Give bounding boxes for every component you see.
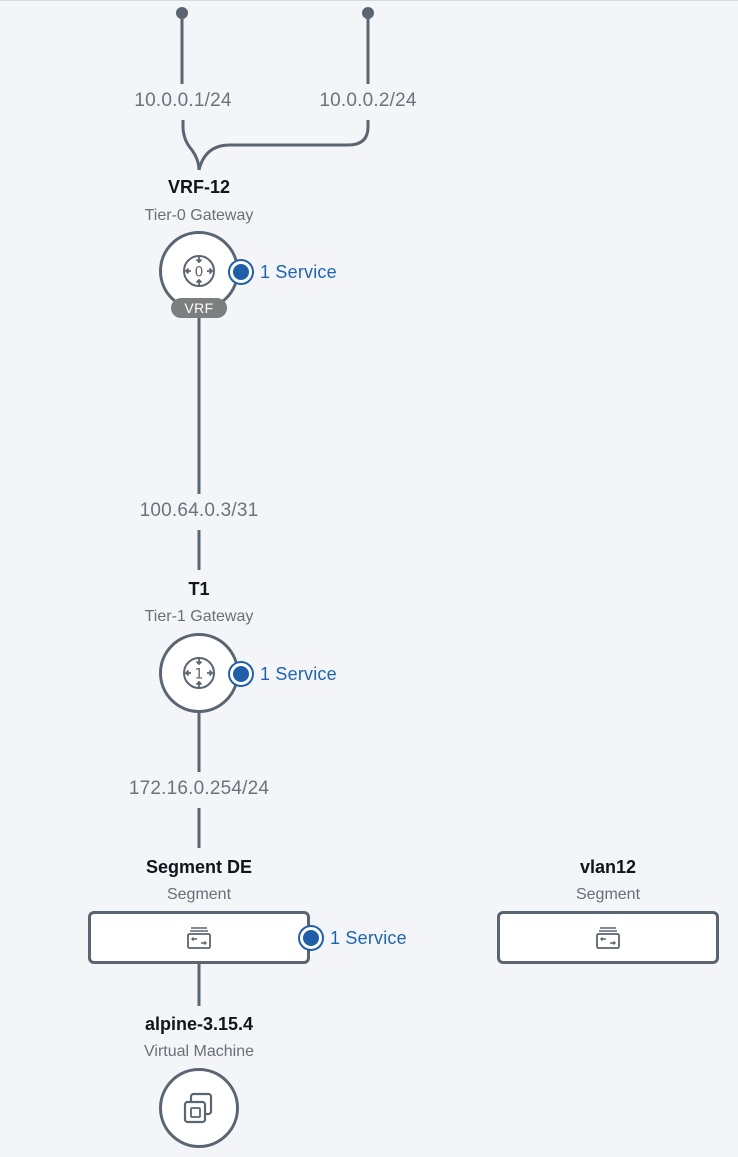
uplink-1-curve [181, 120, 201, 171]
uplink-2-ip-label: 10.0.0.2/24 [313, 90, 423, 112]
vrf-gateway-name: VRF-12 [167, 177, 231, 197]
t1-gateway-node[interactable]: 1 [159, 633, 239, 713]
service-dot-icon [300, 927, 322, 949]
t1-service-label: 1 Service [260, 663, 337, 684]
uplink-1-endpoint [176, 7, 188, 19]
service-dot-icon [230, 261, 252, 283]
top-divider [0, 0, 738, 1]
t1-gateway-type: Tier-1 Gateway [144, 608, 254, 625]
vm-type: Virtual Machine [144, 1043, 254, 1060]
uplink-1-ip-label: 10.0.0.1/24 [128, 90, 238, 112]
vrf-badge: VRF [171, 298, 227, 318]
vlan12-type: Segment [575, 886, 641, 903]
segment-de-node[interactable] [88, 911, 310, 964]
uplink-2-curve [197, 120, 370, 171]
vlan12-node[interactable] [497, 911, 719, 964]
t1-service-indicator[interactable]: 1 Service [230, 663, 337, 685]
virtual-machine-icon [183, 1092, 213, 1124]
tier0-router-icon: 0 [183, 255, 215, 287]
segment-de-type: Segment [166, 886, 232, 903]
vrf-t1-ip-label: 100.64.0.3/31 [133, 500, 265, 522]
vrf-gateway-node[interactable]: 0 VRF [159, 231, 239, 318]
segment-de-service-indicator[interactable]: 1 Service [300, 927, 407, 949]
segment-de-name: Segment DE [145, 857, 253, 877]
vrf-service-indicator[interactable]: 1 Service [230, 261, 337, 283]
vm-name: alpine-3.15.4 [144, 1014, 254, 1034]
uplink-2-endpoint [362, 7, 374, 19]
segment-icon [187, 926, 211, 949]
tier1-router-icon: 1 [183, 657, 215, 689]
vlan12-name: vlan12 [579, 857, 637, 877]
segment-icon [596, 926, 620, 949]
vrf-gateway-type: Tier-0 Gateway [144, 207, 254, 224]
segment-de-service-label: 1 Service [330, 927, 407, 948]
vrf-service-label: 1 Service [260, 261, 337, 282]
t1-segment-ip-label: 172.16.0.254/24 [122, 778, 276, 800]
vm-node[interactable] [159, 1068, 239, 1148]
svg-text:0: 0 [195, 265, 204, 281]
service-dot-icon [230, 663, 252, 685]
t1-gateway-name: T1 [188, 579, 210, 599]
svg-text:1: 1 [195, 667, 204, 683]
